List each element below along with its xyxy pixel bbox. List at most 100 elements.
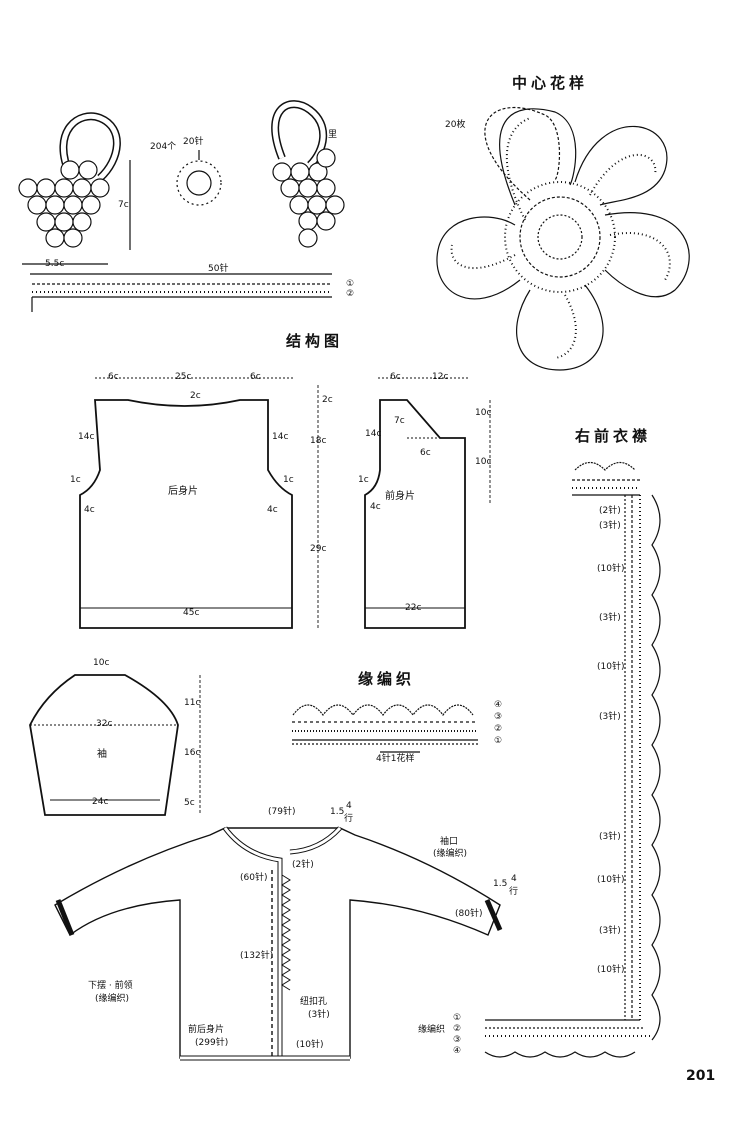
hem-note: (缘编织) bbox=[95, 994, 130, 1004]
center-motif-title: 中心花样 bbox=[512, 74, 589, 92]
sleeve-height-2: 16c bbox=[184, 748, 201, 758]
back-neck-depth: 2c bbox=[190, 391, 201, 401]
band-count-6: (3针) bbox=[599, 712, 621, 722]
back-piece-label: 后身片 bbox=[168, 486, 198, 497]
front-neck-bottom: 6c bbox=[420, 448, 431, 458]
grape-cluster-back bbox=[271, 100, 345, 248]
back-height-body: 29c bbox=[310, 544, 327, 554]
band-count-3: (10针) bbox=[597, 564, 625, 574]
back-height-mid: 18c bbox=[310, 436, 327, 446]
ring-stitches-label: 20针 bbox=[183, 137, 204, 147]
front-shoulder: 6c bbox=[390, 372, 401, 382]
buttonhole-label: 纽扣孔 bbox=[300, 997, 328, 1007]
front-piece-label: 前身片 bbox=[385, 491, 415, 502]
front-v2: 10c bbox=[475, 457, 492, 467]
back-width: 45c bbox=[183, 608, 200, 618]
chain-row-2-label: ② bbox=[346, 289, 355, 299]
band-row-4: ④ bbox=[453, 1046, 462, 1056]
page-number: 201 bbox=[686, 1068, 716, 1084]
edging-row-2: ② bbox=[494, 724, 503, 734]
sleeve-mid-width: 32c bbox=[96, 719, 113, 729]
grape-count-label: 204个 bbox=[150, 142, 177, 152]
back-neck-width: 25c bbox=[175, 372, 192, 382]
hem-label: 下摆 · 前领 bbox=[88, 981, 133, 991]
cuff-label: 袖口 bbox=[440, 837, 459, 847]
front-width: 22c bbox=[405, 603, 422, 613]
ring-motif bbox=[176, 150, 222, 206]
back-underarm-left-2: 4c bbox=[84, 505, 95, 515]
row-frac-right: 4 bbox=[511, 874, 517, 884]
edging-row-3: ③ bbox=[494, 712, 503, 722]
back-piece-outline bbox=[79, 399, 293, 629]
upper-front-stitches: (60针) bbox=[240, 873, 268, 883]
right-band-title: 右前衣襟 bbox=[575, 427, 652, 445]
cuff-note: (缘编织) bbox=[433, 849, 468, 859]
band-count-1: (2针) bbox=[599, 506, 621, 516]
edging-title: 缘编织 bbox=[358, 670, 416, 688]
edging-row-1: ① bbox=[494, 736, 503, 746]
band-row-3: ③ bbox=[453, 1035, 462, 1045]
sleeve-height-3: 5c bbox=[184, 798, 195, 808]
chain-row-1-label: ① bbox=[346, 279, 355, 289]
back-underarm-left-1: 1c bbox=[70, 475, 81, 485]
row-frac-left: 4 bbox=[346, 801, 352, 811]
grape-cluster-front bbox=[18, 112, 131, 265]
neck-side-stitches: (2针) bbox=[292, 860, 314, 870]
sleeve-dims bbox=[30, 675, 201, 815]
hem-end-stitches: (10针) bbox=[296, 1040, 324, 1050]
buttonhole-stitches: (3针) bbox=[308, 1010, 330, 1020]
band-count-9: (3针) bbox=[599, 926, 621, 936]
grape-back-label: 里 bbox=[328, 130, 338, 140]
flower-motif bbox=[436, 106, 690, 371]
front-edge-stitches: (132针) bbox=[240, 951, 274, 961]
band-count-5: (10针) bbox=[597, 662, 625, 672]
cardigan-assembly bbox=[54, 826, 503, 1061]
front-v1: 10c bbox=[475, 408, 492, 418]
front-neck-width: 12c bbox=[432, 372, 449, 382]
front-armhole: 14c bbox=[365, 429, 382, 439]
structure-title: 结构图 bbox=[286, 332, 344, 350]
back-armhole-right: 14c bbox=[272, 432, 289, 442]
sleeve-label: 袖 bbox=[97, 749, 107, 760]
band-row-2: ② bbox=[453, 1024, 462, 1034]
front-underarm-2: 4c bbox=[370, 502, 381, 512]
front-piece-dims bbox=[365, 377, 491, 609]
front-band-chart bbox=[484, 461, 661, 1058]
sleeve-bottom-width: 24c bbox=[92, 797, 109, 807]
back-underarm-right-1: 1c bbox=[283, 475, 294, 485]
cuff-stitches: (80针) bbox=[455, 909, 483, 919]
back-height-top: 2c bbox=[322, 395, 333, 405]
band-count-4: (3针) bbox=[599, 613, 621, 623]
band-count-7: (3针) bbox=[599, 832, 621, 842]
edging-row-4: ④ bbox=[494, 700, 503, 710]
edging-repeat-label: 4针1花样 bbox=[376, 754, 415, 764]
chain-row bbox=[30, 273, 332, 312]
body-label: 前后身片 bbox=[188, 1025, 225, 1035]
front-neck-diag: 7c bbox=[394, 416, 405, 426]
edging-chart bbox=[292, 704, 478, 753]
band-count-10: (10针) bbox=[597, 965, 625, 975]
motif-count-label: 20枚 bbox=[445, 120, 466, 130]
row-height-left: 1.5 bbox=[330, 807, 345, 817]
back-armhole-left: 14c bbox=[78, 432, 95, 442]
grape-height-label: 7c bbox=[118, 200, 129, 210]
chain-stitches-label: 50针 bbox=[208, 264, 229, 274]
band-count-8: (10针) bbox=[597, 875, 625, 885]
back-shoulder-left: 6c bbox=[108, 372, 119, 382]
front-piece-outline bbox=[364, 399, 466, 629]
body-stitches: (299针) bbox=[195, 1038, 229, 1048]
front-underarm-1: 1c bbox=[358, 475, 369, 485]
back-shoulder-right: 6c bbox=[250, 372, 261, 382]
band-edging-label: 缘编织 bbox=[418, 1025, 446, 1035]
back-underarm-right-2: 4c bbox=[267, 505, 278, 515]
sleeve-height-1: 11c bbox=[184, 698, 201, 708]
row-unit-left: 行 bbox=[344, 814, 354, 824]
grape-width-label: 5.5c bbox=[45, 259, 65, 269]
sleeve-outline bbox=[29, 674, 179, 816]
row-height-right: 1.5 bbox=[493, 879, 508, 889]
back-piece-dims bbox=[80, 377, 319, 628]
row-unit-right: 行 bbox=[509, 887, 519, 897]
neck-stitches: (79针) bbox=[268, 807, 296, 817]
band-count-2: (3针) bbox=[599, 521, 621, 531]
sleeve-top-width: 10c bbox=[93, 658, 110, 668]
